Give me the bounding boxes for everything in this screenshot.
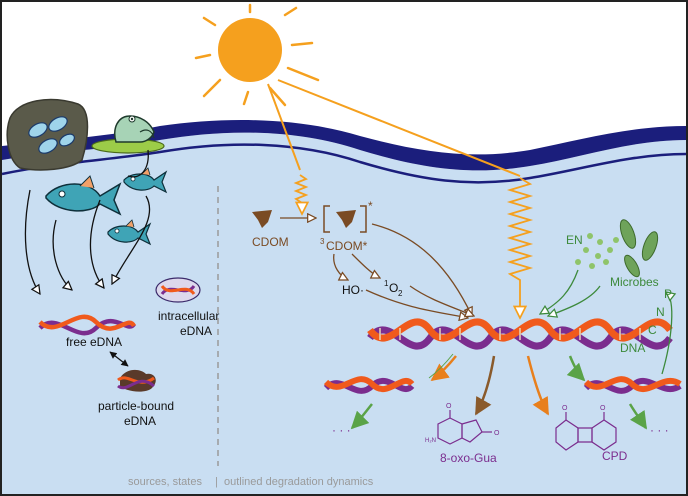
excited-cdom-icon xyxy=(323,205,367,233)
arrow-to-singlet-oxygen xyxy=(351,253,380,278)
cdom-triplet-label: CDOM* xyxy=(326,239,368,253)
en-label: EN xyxy=(566,233,583,247)
oxo-gua-nh2: H₂N xyxy=(425,438,436,444)
particle-bound-label-1: particle-bound xyxy=(98,399,174,413)
arrow-fish-to-free xyxy=(52,219,72,290)
arrow-dna-to-fragment-left xyxy=(430,355,457,382)
arrow-hydroxyl-to-dna xyxy=(365,289,468,318)
ellipsis-right: · · · xyxy=(650,423,669,437)
arrow-en-to-dna xyxy=(540,269,579,314)
uv-zigzag-cdom xyxy=(293,174,306,214)
singlet-oxygen-label: O xyxy=(389,281,398,295)
water xyxy=(2,132,686,494)
oxo-gua-structure-icon xyxy=(437,410,492,445)
hydroxyl-label: HO· xyxy=(342,283,364,297)
arrow-singlet-oxygen-to-dna xyxy=(409,285,474,316)
singlet-oxygen-sub: 2 xyxy=(398,289,403,298)
arrow-dna-to-oxo-gua xyxy=(474,355,496,416)
arrow-rock-to-free xyxy=(24,189,40,294)
fish-icon xyxy=(45,175,122,216)
water-surface-wave xyxy=(2,120,686,171)
arrow-fragment-right-further xyxy=(628,403,648,430)
arrow-fish3-to-intracellular xyxy=(112,195,151,284)
intracellular-edna-icon xyxy=(155,277,201,303)
arrow-frog xyxy=(127,149,149,178)
fish-icon xyxy=(107,219,152,246)
arrow-dna-to-fragment-left-green xyxy=(428,353,454,379)
ellipsis-left: · · · xyxy=(332,423,351,437)
cpd-structure-icon xyxy=(555,412,617,451)
arrow-fragment-left-further xyxy=(350,403,373,430)
water-surface-line xyxy=(1,143,687,184)
dna-fragment-left xyxy=(323,376,415,394)
singlet-oxygen-sup: 1 xyxy=(384,279,389,288)
p-label: P xyxy=(664,287,672,301)
free-edna-label: free eDNA xyxy=(66,335,122,349)
microbe-icon xyxy=(619,219,659,278)
excited-star-label: * xyxy=(368,199,373,213)
footer-right-caption: outlined degradation dynamics xyxy=(224,476,374,488)
enzyme-dots xyxy=(575,233,619,269)
dna-label: DNA xyxy=(620,341,645,355)
arrow-to-hydroxyl xyxy=(333,253,348,280)
oxo-gua-o-atom: O xyxy=(446,403,452,410)
arrow-microbes-to-dna xyxy=(548,285,601,316)
n-label: N xyxy=(656,305,665,319)
intracellular-label-2: eDNA xyxy=(180,324,212,338)
arrow-dna-to-microbes xyxy=(661,292,672,375)
free-edna-icon xyxy=(38,314,137,336)
frog-icon xyxy=(114,115,155,143)
cpd-label: CPD xyxy=(602,449,628,463)
c-label: C xyxy=(648,323,657,337)
uv-zigzag-dna xyxy=(506,177,534,318)
cpd-o-atom-1: O xyxy=(562,405,568,412)
rock-icon xyxy=(6,98,89,171)
sun-ray-cdom xyxy=(267,83,301,171)
oxo-gua-label: 8-oxo-Gua xyxy=(440,451,497,465)
sun-icon xyxy=(194,3,320,107)
intracellular-label-1: intracellular xyxy=(158,309,219,323)
footer-separator: | xyxy=(215,476,218,488)
main-dna-helix xyxy=(367,318,673,350)
cdom-molecule-icon xyxy=(252,210,272,228)
arrow-dna-to-fragment-right xyxy=(566,355,586,382)
cdom-label: CDOM xyxy=(252,235,289,249)
particle-bound-edna-icon xyxy=(117,369,156,392)
microbes-label: Microbes xyxy=(610,275,659,289)
oxo-gua-o-atom-2: O xyxy=(494,430,500,437)
cdom-triplet-sup: 3 xyxy=(320,237,325,246)
arrow-excited-cdom-to-dna xyxy=(371,223,472,316)
cpd-o-atom-2: O xyxy=(600,405,606,412)
arrow-fish2-to-free xyxy=(89,199,104,288)
dna-fragment-right xyxy=(583,376,682,394)
particle-bound-label-2: eDNA xyxy=(124,414,156,428)
sun-ray-dna xyxy=(277,79,521,177)
free-particle-exchange-arrow xyxy=(109,351,129,367)
footer-left-caption: sources, states xyxy=(128,476,202,488)
arrow-dna-to-cpd xyxy=(526,355,550,416)
